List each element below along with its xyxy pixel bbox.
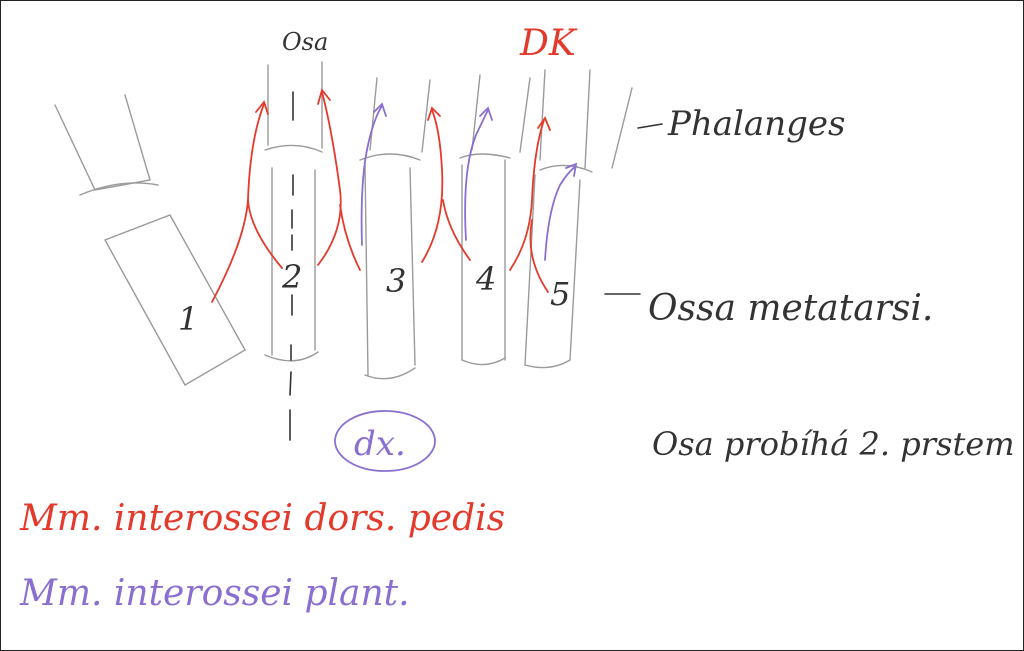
phalanges-label: Phalanges [667,104,845,144]
dx-label: dx. [354,424,406,464]
axis-label: Osa [282,28,328,56]
phalanges-leader [637,123,663,129]
dx-circle [334,410,436,472]
metatarsal-number-1: 1 [178,300,198,338]
dk-label: DK [519,23,578,64]
dorsal-legend: Mm. interossei dors. pedis [19,498,505,539]
plantar-interossei-arrows [360,102,578,261]
axis-line [289,91,294,441]
metatarsal-number-3: 3 [386,262,406,300]
bone-sketch [54,61,633,386]
metatarsal-number-2: 2 [281,258,302,296]
ossa-metatarsi-label: Ossa metatarsi. [648,288,933,329]
plantar-legend: Mm. interossei plant. [19,573,410,614]
metatarsal-number-5: 5 [550,275,570,313]
dorsal-interossei-arrows [211,88,551,303]
metatarsal-number-4: 4 [475,260,496,298]
axis-note: Osa probíhá 2. prstem [652,425,1015,463]
